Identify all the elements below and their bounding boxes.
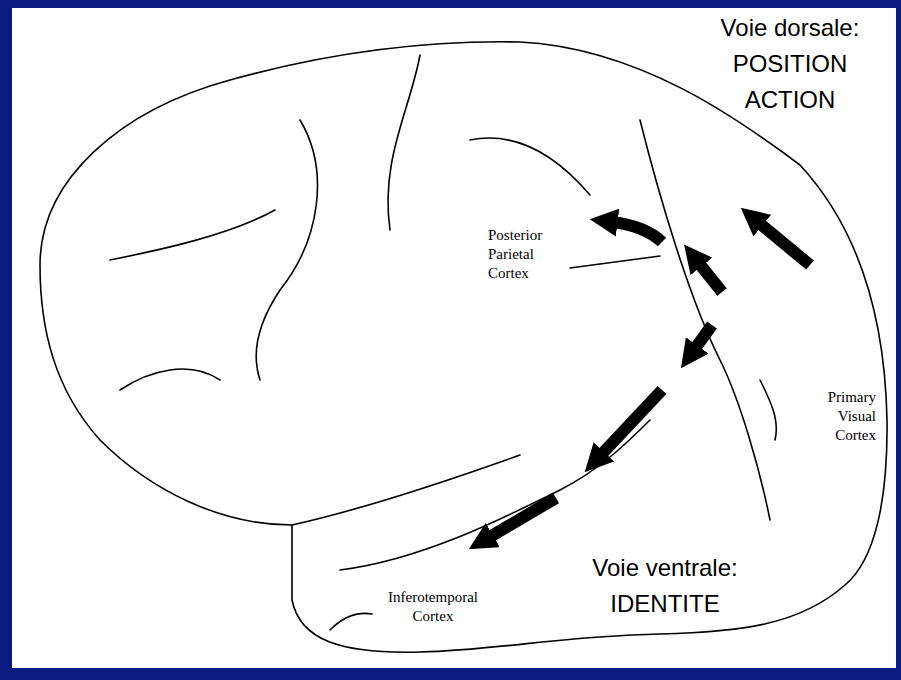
lunate-sulcus (640, 120, 770, 520)
pathway-label: Voie ventrale: IDENTITE (565, 550, 765, 622)
region-label: Posterior Parietal Cortex (488, 226, 562, 283)
temporal-small-sulcus (330, 613, 372, 630)
region-label: Inferotemporal Cortex (380, 588, 486, 626)
central-sulcus (388, 55, 420, 230)
lateral-fissure (292, 455, 520, 525)
principal-sulcus (110, 210, 275, 260)
temporal-sulcus (340, 420, 650, 570)
intraparietal-sulcus (470, 138, 590, 195)
dorsal-arrow (612, 222, 662, 242)
arcuate-sulcus (256, 120, 317, 380)
parietal-sulcus (570, 256, 660, 268)
dorsal-arrow (758, 222, 810, 265)
brain-outline (40, 42, 887, 652)
pathway-label: Voie dorsale: POSITION ACTION (690, 10, 890, 118)
region-label: Primary Visual Cortex (806, 388, 876, 445)
orbital-sulcus (120, 369, 220, 390)
ventral-arrow (694, 325, 712, 350)
dorsal-arrow (698, 262, 722, 292)
ventral-arrow (488, 498, 556, 538)
ventral-arrow (600, 390, 662, 456)
calcarine-sulcus (760, 380, 776, 440)
